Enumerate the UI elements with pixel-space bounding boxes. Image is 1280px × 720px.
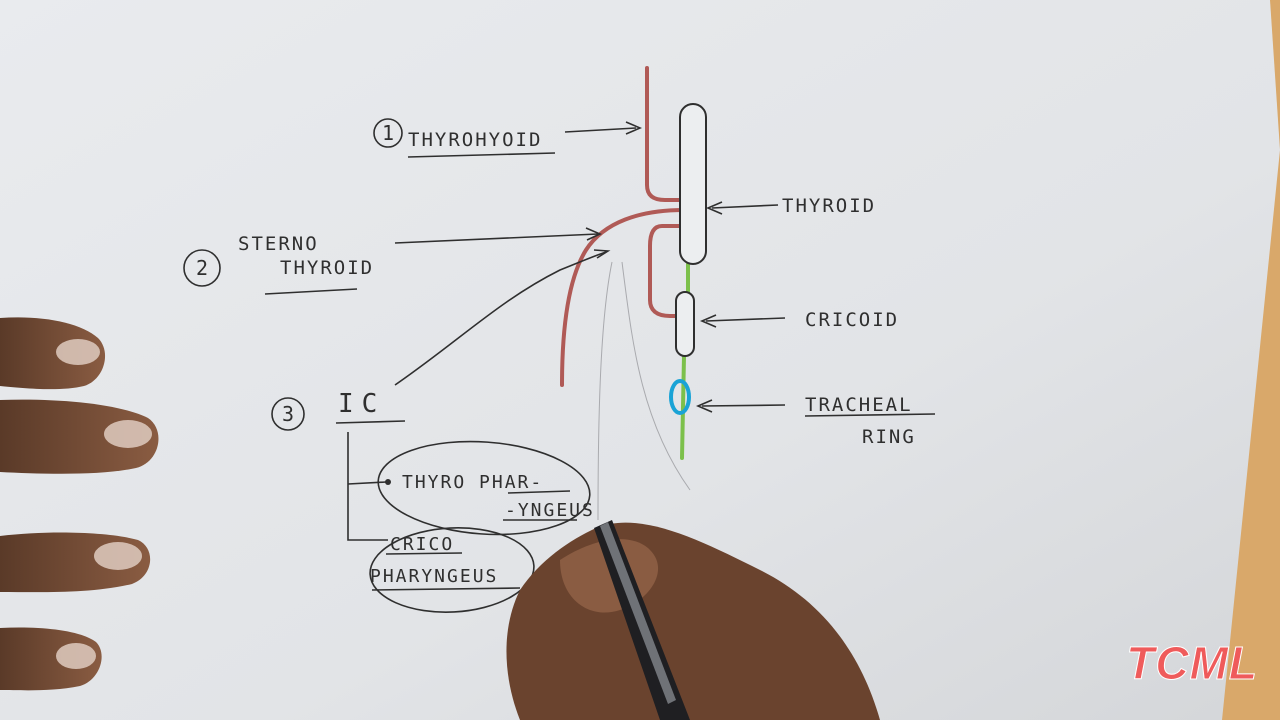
number-3: 3 (282, 402, 294, 426)
label-cricoid: CRICOID (805, 309, 899, 331)
label-pharyngeus: PHARYNGEUS (370, 566, 498, 587)
thyroid-cartilage (679, 103, 707, 265)
pointer-lines (347, 121, 786, 541)
label-ic: IC (338, 389, 385, 419)
number-1: 1 (382, 121, 394, 145)
muscle-strands (560, 66, 686, 387)
label-thyroid: THYROID (782, 195, 876, 217)
tracheal-ring-shape (669, 379, 691, 415)
label-crico: CRICO (390, 534, 454, 555)
label-yngeus: -YNGEUS (505, 500, 595, 521)
cricoid-cartilage (675, 291, 695, 357)
label-ring: RING (862, 426, 916, 448)
right-hand-with-pen (506, 520, 880, 720)
label-thyroid-muscle: THYROID (280, 257, 374, 279)
channel-watermark: TCML (1126, 637, 1258, 690)
number-circles (183, 118, 403, 431)
thyrohyoid-muscle (645, 66, 686, 202)
left-hand (0, 317, 159, 691)
label-thyro-phar: THYRO PHAR- (402, 472, 543, 493)
branch-dot (385, 479, 391, 485)
sternothyroid-muscle (560, 208, 686, 387)
cricothyroid-muscle (648, 224, 686, 318)
underlines (264, 152, 936, 591)
label-sterno: STERNO (238, 233, 319, 255)
trachea-axis (680, 262, 690, 460)
label-tracheal: TRACHEAL (805, 394, 913, 416)
number-2: 2 (196, 256, 208, 280)
group-ellipses (369, 440, 591, 613)
pencil-guides (597, 261, 691, 521)
label-thyrohyoid: THYROHYOID (408, 129, 542, 151)
